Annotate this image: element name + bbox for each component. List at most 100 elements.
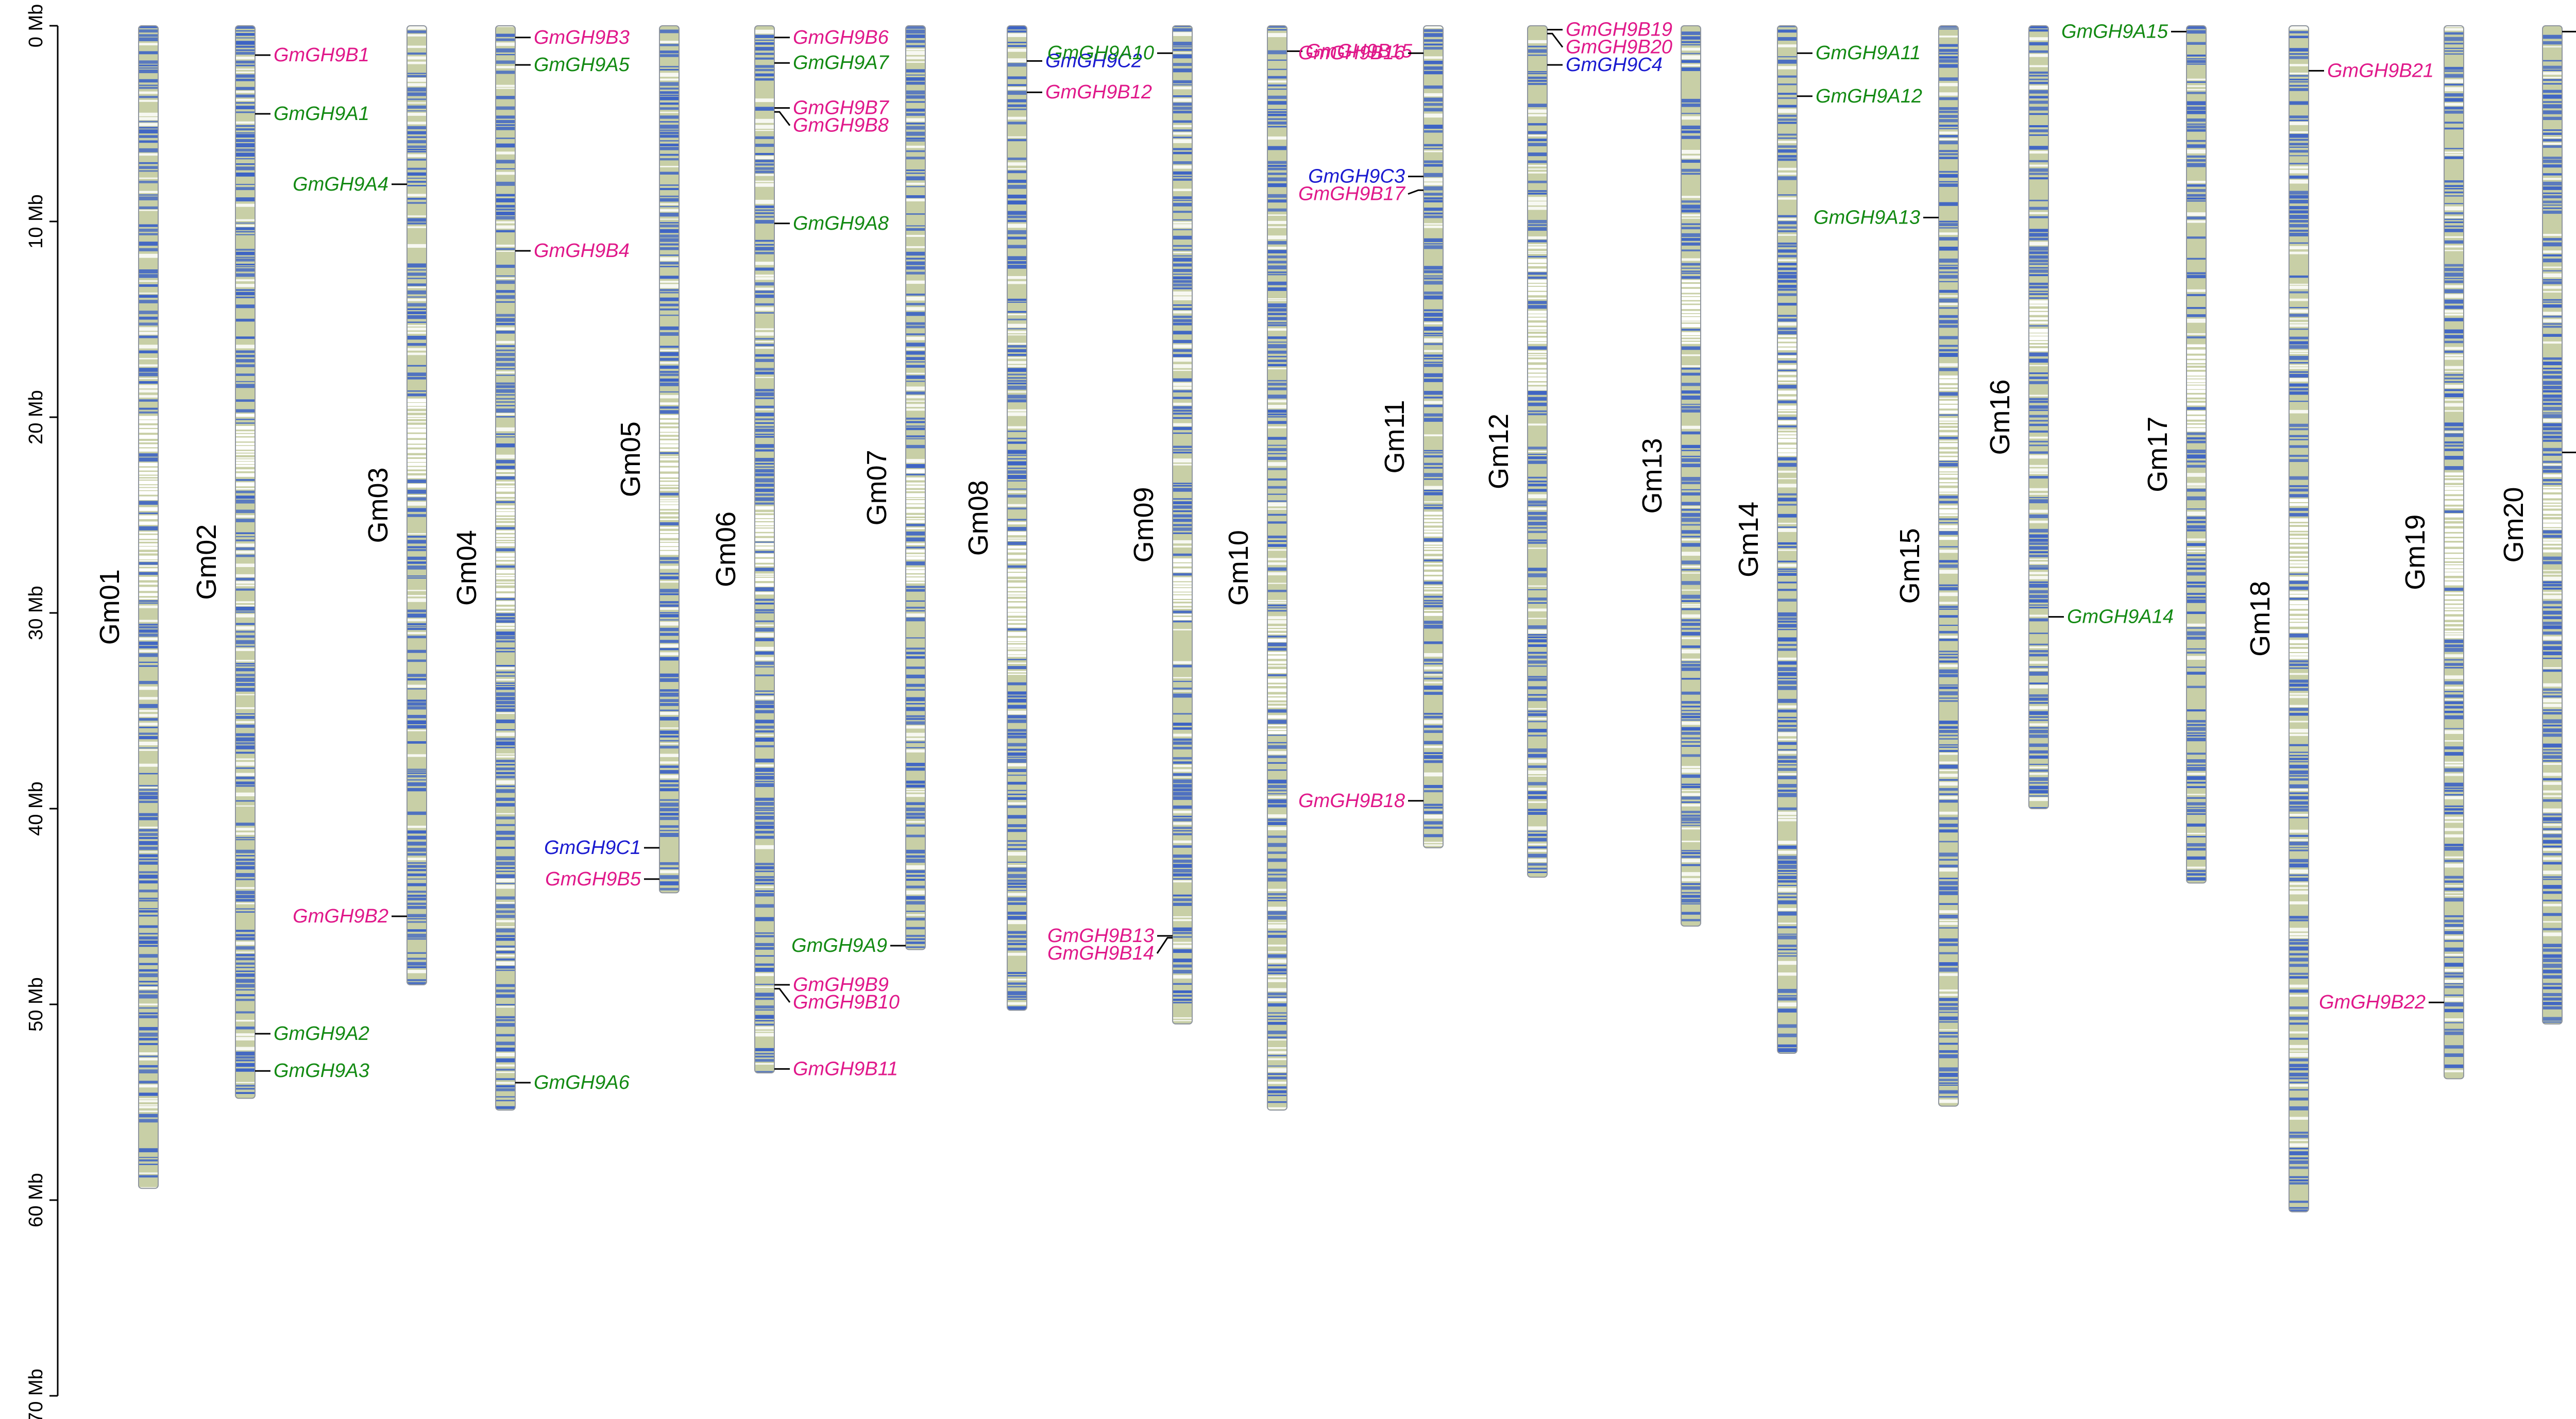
gene-label: GmGH9A3 [274, 1060, 369, 1082]
chromosome-outline [2289, 25, 2309, 1212]
gene-marker: GmGH9B8 [774, 111, 889, 136]
chromosome-label: Gm01 [94, 569, 125, 645]
gene-marker: GmGH9A16 [2562, 451, 2576, 453]
gene-marker: GmGH9B5 [545, 868, 659, 890]
gene-label: GmGH9B5 [545, 868, 641, 890]
gene-marker: GmGH9C1 [544, 837, 659, 859]
chromosome-outline [235, 25, 256, 1099]
gene-marker: GmGH9B14 [1047, 937, 1173, 964]
chromosome-outline [1172, 25, 1193, 1024]
gene-marker: GmGH9B1 [255, 44, 369, 66]
gene-label: GmGH9A12 [1816, 86, 1922, 107]
axis-tick-label: 50 Mb [25, 977, 47, 1032]
gene-label: GmGH9A5 [534, 54, 630, 76]
gene-label: GmGH9B12 [1045, 81, 1152, 103]
density-bands [1777, 26, 1797, 1052]
gene-label: GmGH9B17 [1298, 183, 1406, 205]
chromosome-label: Gm18 [2245, 581, 2276, 657]
gene-label: GmGH9B9 [793, 974, 889, 996]
gene-label: GmGH9A11 [1816, 42, 1921, 64]
chromosome-label: Gm11 [1379, 400, 1410, 473]
gene-label: GmGH9B3 [534, 27, 630, 48]
gene-marker: GmGH9B6 [774, 27, 889, 48]
chromosome-outline [138, 25, 159, 1189]
gene-marker: GmGH9B12 [1027, 81, 1152, 103]
chromosome-label: Gm13 [1637, 438, 1668, 514]
chromosome-outline [2444, 25, 2464, 1080]
gene-marker: GmGH9A5 [515, 54, 630, 76]
gene-marker: GmGH9B10 [774, 988, 900, 1013]
gene-label: GmGH9A14 [2067, 606, 2174, 628]
chromosome-outline [1423, 25, 1444, 848]
density-bands [755, 29, 774, 1073]
gene-label: GmGH9B20 [1566, 37, 1672, 58]
gene-label: GmGH9B19 [1566, 19, 1672, 41]
chromosome-label: Gm06 [710, 511, 741, 587]
gene-marker: GmGH9B2 [293, 905, 407, 927]
gene-label: GmGH9B1 [274, 44, 369, 66]
chromosome-body [2187, 26, 2206, 883]
gene-marker: GmGH9B19 [1547, 19, 1672, 41]
gene-label: GmGH9B14 [1047, 943, 1154, 964]
gene-marker: GmGH9B22 [2319, 991, 2444, 1013]
chromosome-label: Gm08 [963, 480, 994, 556]
gene-marker: GmGH9A7 [774, 52, 890, 74]
density-bands [1173, 26, 1192, 1024]
gene-marker: GmGH9A12 [1797, 86, 1922, 107]
density-bands [1267, 26, 1287, 1109]
chromosome-outline [495, 25, 516, 1111]
chromosome-label: Gm02 [191, 524, 222, 600]
gene-marker: GmGH9A4 [293, 174, 407, 195]
gene-label: GmGH9B4 [534, 240, 630, 262]
density-bands [659, 29, 679, 891]
gene-marker: GmGH9A1 [255, 103, 369, 125]
chromosome-outline [406, 25, 427, 985]
gene-marker: GmGH9B20 [1547, 32, 1672, 58]
gene-label: GmGH9B16 [1298, 42, 1405, 64]
density-bands [1423, 26, 1443, 846]
gene-marker: GmGH9A8 [774, 213, 889, 234]
chromosome-label: Gm12 [1483, 414, 1514, 489]
gene-marker: GmGH9B3 [515, 27, 630, 48]
gene-label: GmGH9C3 [1308, 166, 1405, 187]
gene-label: GmGH9B10 [793, 991, 900, 1013]
density-bands [139, 26, 158, 1189]
gene-label: GmGH9A2 [274, 1023, 369, 1045]
gene-marker: GmGH9B23 [2562, 30, 2576, 32]
chromosome-outline [1267, 25, 1287, 1111]
chromosome-gm20: Gm20 GmGH9B23GmGH9A16 [2498, 25, 2576, 1024]
chromosome-outline [2542, 25, 2563, 1024]
density-bands [1939, 26, 1958, 1103]
chromosome-label: Gm05 [615, 421, 646, 497]
gene-marker: GmGH9B17 [1298, 183, 1423, 205]
chromosome-outline [1938, 25, 1959, 1107]
gene-marker: GmGH9A6 [515, 1072, 630, 1093]
chromosome-label: Gm17 [2142, 417, 2173, 492]
gene-connector [774, 988, 791, 1003]
chromosome-label: Gm20 [2498, 487, 2529, 562]
gene-label: GmGH9A10 [1047, 42, 1154, 64]
density-bands [1007, 26, 1027, 1011]
gene-marker: GmGH9A11 [1797, 42, 1921, 64]
gene-marker: GmGH9B16 [1298, 42, 1423, 64]
chromosome-label: Gm09 [1128, 487, 1159, 562]
axis-tick-label: 20 Mb [25, 390, 47, 444]
gene-marker: GmGH9A14 [2048, 606, 2174, 628]
gene-label: GmGH9A4 [293, 174, 388, 195]
gene-marker: GmGH9B18 [1298, 790, 1423, 812]
chromosome-outline [2028, 25, 2049, 809]
gene-marker: GmGH9A10 [1047, 42, 1173, 64]
chromosome-label: Gm19 [2400, 515, 2431, 590]
gene-label: GmGH9A6 [534, 1072, 630, 1093]
gene-marker: GmGH9A9 [791, 935, 906, 956]
gene-marker: GmGH9B4 [515, 240, 630, 262]
gene-connector [1408, 189, 1423, 195]
gene-marker: GmGH9A13 [1814, 207, 1939, 228]
